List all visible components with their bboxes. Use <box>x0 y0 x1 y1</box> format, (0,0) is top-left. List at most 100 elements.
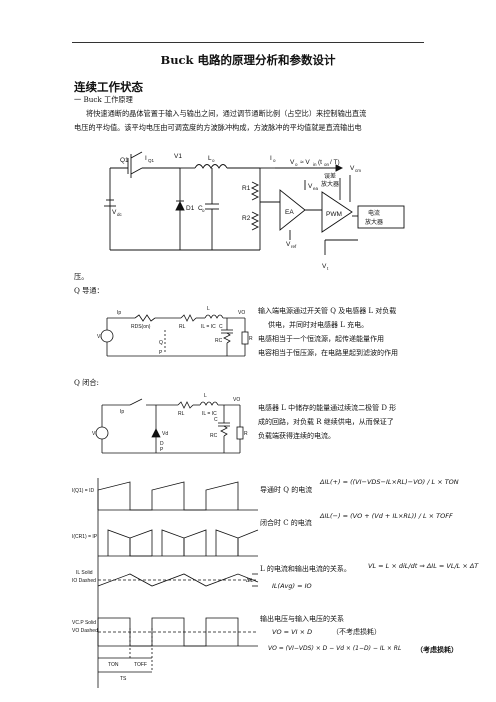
svg-text:RDS(on): RDS(on) <box>131 324 151 330</box>
svg-text:Ip: Ip <box>117 310 121 316</box>
svg-text:V: V <box>286 241 291 248</box>
q-off-text-2: 成的回路，对负载 R 继续供电，从而保证了 <box>258 418 394 426</box>
document-title: Buck 电路的原理分析和参数设计 <box>160 53 336 67</box>
q-on-text-1: 输入端电源通过开关管 Q 及电感器 L 对负载 <box>258 307 397 315</box>
svg-text:IL = IC: IL = IC <box>201 324 216 330</box>
svg-text:VI: VI <box>97 334 102 340</box>
svg-text:ea: ea <box>313 186 319 191</box>
svg-text:C: C <box>198 205 203 212</box>
svg-text:V: V <box>322 263 327 270</box>
svg-text:I: I <box>270 155 272 162</box>
svg-text:TON: TON <box>108 662 119 668</box>
formula-vo-ideal: VO = VI × D <box>272 628 313 636</box>
svg-text:IL = IC: IL = IC <box>202 411 217 417</box>
intro-line-3: 压。 <box>74 272 89 281</box>
svg-text:Q1: Q1 <box>148 158 155 163</box>
svg-text:I(Q1) = ID: I(Q1) = ID <box>72 488 94 494</box>
svg-text:D: D <box>160 441 164 447</box>
svg-text:Q1: Q1 <box>120 157 129 164</box>
svg-text:V: V <box>350 165 355 172</box>
svg-text:V: V <box>308 183 313 190</box>
formula-delta-il-minus: ΔIL(−) = (VO + (Vd + IL×RL)) / L × TOFF <box>320 512 453 520</box>
svg-text:C: C <box>219 324 223 330</box>
wave-note-1: 导通时 Q 的电流 <box>260 486 313 494</box>
formula-vl: VL = L × diL/dt ⇒ ΔIL = VL/L × ΔT <box>368 562 479 570</box>
q-on-text-3: 电感相当于一个恒流源，起传递能量作用 <box>258 335 384 343</box>
svg-text:on: on <box>324 162 330 167</box>
svg-text:I: I <box>145 155 147 162</box>
svg-text:C: C <box>214 417 218 423</box>
svg-text:ref: ref <box>291 244 297 249</box>
svg-text:L: L <box>207 306 210 312</box>
svg-text:(t: (t <box>318 159 322 166</box>
q-on-heading: Q 导通： <box>74 286 104 295</box>
svg-text:IO Dashed: IO Dashed <box>72 578 96 584</box>
svg-text:Ip: Ip <box>120 409 124 415</box>
wave-note-5: （考虑损耗） <box>416 645 458 654</box>
svg-text:Vd: Vd <box>162 431 168 437</box>
svg-text:VO: VO <box>233 397 240 403</box>
wave-note-3: L 的电流和输出电流的关系。 <box>260 565 351 573</box>
q-off-text-3: 负载端获得连续的电流。 <box>258 432 335 440</box>
svg-text:o: o <box>212 158 215 163</box>
svg-text:V: V <box>112 209 117 216</box>
intro-line-1: 将快速通断的晶体管置于输入与输出之间，通过调节通断比例（占空比）来控制输出直流 <box>86 109 367 118</box>
wave-note-2: 闭合时 C 的电流 <box>260 519 312 527</box>
svg-text:≈ V: ≈ V <box>300 159 310 166</box>
svg-text:PWM: PWM <box>326 211 342 218</box>
svg-text:V1: V1 <box>174 153 182 160</box>
formula-delta-il-plus: ΔIL(+) = ((VI−VDS−IL×RL)−VO) / L × TON <box>320 478 459 486</box>
header-rule <box>72 42 424 43</box>
svg-text:RL: RL <box>179 324 186 330</box>
svg-text:VC.P Solid: VC.P Solid <box>72 620 96 626</box>
svg-text:误差: 误差 <box>324 172 336 180</box>
svg-text:cm: cm <box>355 168 361 173</box>
svg-text:TS: TS <box>120 676 127 682</box>
svg-text:o: o <box>202 208 205 213</box>
wave-note-4: 输出电压与输入电压的关系 <box>260 615 344 623</box>
formula-il-avg: IL(Avg) = IO <box>272 582 312 590</box>
intro-line-2: 电压的平均值。该平均电压由可调宽度的方波脉冲构成，方波脉冲的平均值就是直流输出电 <box>74 123 362 132</box>
svg-text:L: L <box>208 155 212 162</box>
svg-text:P: P <box>160 447 164 453</box>
svg-text:o: o <box>273 158 276 163</box>
q-on-text-4: 电容相当于恒压源，在电路里起到滤波的作用 <box>258 349 398 357</box>
section-heading: 连续工作状态 <box>74 80 143 94</box>
svg-text:I(CR1) = IP: I(CR1) = IP <box>72 534 98 540</box>
svg-text:RC: RC <box>210 433 218 439</box>
svg-text:R: R <box>244 431 248 437</box>
svg-text:R2: R2 <box>242 215 251 222</box>
svg-text:放大器: 放大器 <box>321 180 339 188</box>
svg-text:o: o <box>295 162 298 167</box>
svg-text:L: L <box>204 393 207 399</box>
svg-text:dc: dc <box>117 212 123 217</box>
svg-text:D1: D1 <box>186 205 195 212</box>
svg-text:放大器: 放大器 <box>365 218 383 226</box>
svg-text:P: P <box>159 350 163 356</box>
svg-text:in: in <box>313 162 317 167</box>
wave-note-4b: （不考虑损耗） <box>332 628 381 636</box>
q-off-circuit: VI Ip RL L IL = IC VO C Vd RC R D P <box>92 393 248 454</box>
q-on-circuit: VI Ip RDS(on) RL L IL = IC VO C RC R Q P <box>97 306 253 357</box>
svg-text:IL Solid: IL Solid <box>76 570 93 576</box>
svg-text:V: V <box>290 159 295 166</box>
svg-text:TOFF: TOFF <box>134 662 147 668</box>
svg-text:/ T): / T) <box>330 159 340 166</box>
svg-text:RL: RL <box>178 411 185 417</box>
svg-text:Q: Q <box>159 340 163 346</box>
svg-text:RC: RC <box>215 338 223 344</box>
switching-waveforms: I(Q1) = ID I(CR1) = IP IL Solid IO Dashe… <box>72 478 259 688</box>
formula-vo-loss: VO = (VI−VDS) × D − Vd × (1−D) − IL × RL <box>268 645 402 652</box>
svg-text:VO Dashed: VO Dashed <box>72 628 98 634</box>
svg-text:VI: VI <box>92 431 97 437</box>
svg-text:ΔIL: ΔIL <box>246 578 254 584</box>
q-off-text-1: 电感器 L 中储存的能量通过续流二极管 D 形 <box>258 404 397 412</box>
svg-text:VO: VO <box>238 310 245 316</box>
svg-text:EA: EA <box>285 209 294 216</box>
svg-text:R: R <box>249 336 253 342</box>
subsection-heading: 一 Buck 工作原理 <box>74 95 133 104</box>
svg-text:t: t <box>327 266 329 271</box>
q-on-text-2: 供电，并同时对电感器 L 充电。 <box>268 321 369 329</box>
svg-text:电流: 电流 <box>368 209 380 217</box>
